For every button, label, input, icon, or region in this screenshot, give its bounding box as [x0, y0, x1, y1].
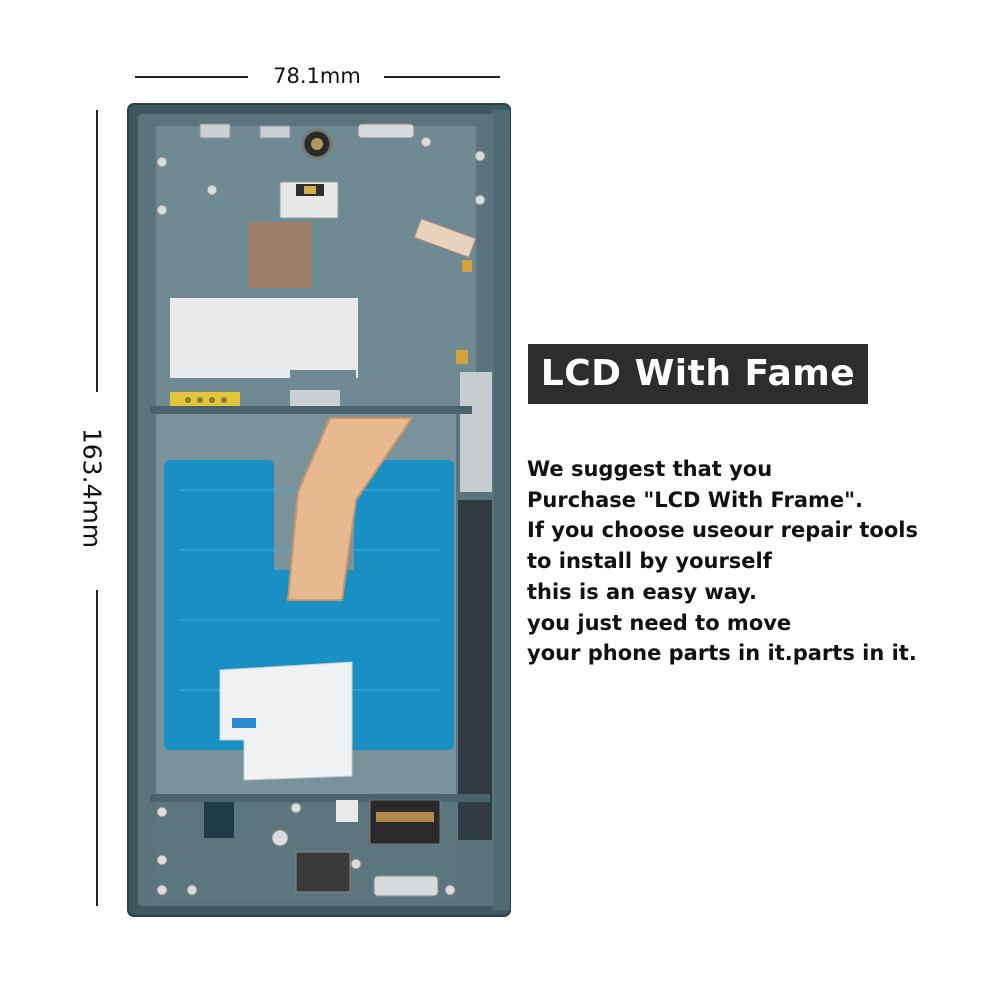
height-dimension-label: 163.4mm — [77, 427, 107, 549]
width-dimension-line-right — [384, 76, 500, 78]
earpiece-grill — [357, 123, 415, 139]
description-line: this is an easy way. — [527, 579, 758, 604]
product-title-badge: LCD With Fame — [528, 344, 868, 404]
description-line: your phone parts in it.parts in it. — [527, 641, 917, 666]
copper-shield — [248, 222, 312, 288]
copper-flex-cable — [286, 417, 414, 601]
height-dimension-line-bottom — [96, 590, 98, 906]
product-description: We suggest that you Purchase "LCD With F… — [527, 454, 987, 669]
description-line: you just need to move — [527, 610, 792, 635]
top-bracket-mid — [259, 125, 291, 139]
side-flex-cable — [460, 372, 492, 492]
blue-protective-film-right — [354, 460, 454, 750]
bottom-divider — [150, 794, 490, 802]
top-bracket-left — [199, 123, 231, 139]
yellow-flex-strip — [170, 392, 240, 408]
width-dimension-label: 78.1mm — [273, 64, 361, 88]
bottom-speaker-grill — [373, 875, 439, 897]
description-line: If you choose useour repair tools — [527, 518, 918, 543]
white-label-bottom — [219, 661, 353, 781]
frame-side-rail — [492, 110, 510, 910]
description-line: We suggest that you — [527, 457, 773, 481]
usb-port-area — [295, 851, 351, 893]
side-flex-connector — [413, 218, 477, 258]
mid-divider — [150, 406, 472, 414]
qr-label — [336, 800, 358, 822]
lcd-frame-assembly-photo — [120, 100, 515, 920]
width-dimension-line-left — [135, 76, 248, 78]
description-line: Purchase "LCD With Frame". — [527, 487, 864, 512]
small-board-left — [204, 802, 234, 838]
white-label-sticker — [170, 298, 358, 378]
height-dimension-line-top — [96, 110, 98, 392]
right-inner-rail — [458, 500, 492, 840]
description-line: to install by yourself — [527, 549, 772, 574]
